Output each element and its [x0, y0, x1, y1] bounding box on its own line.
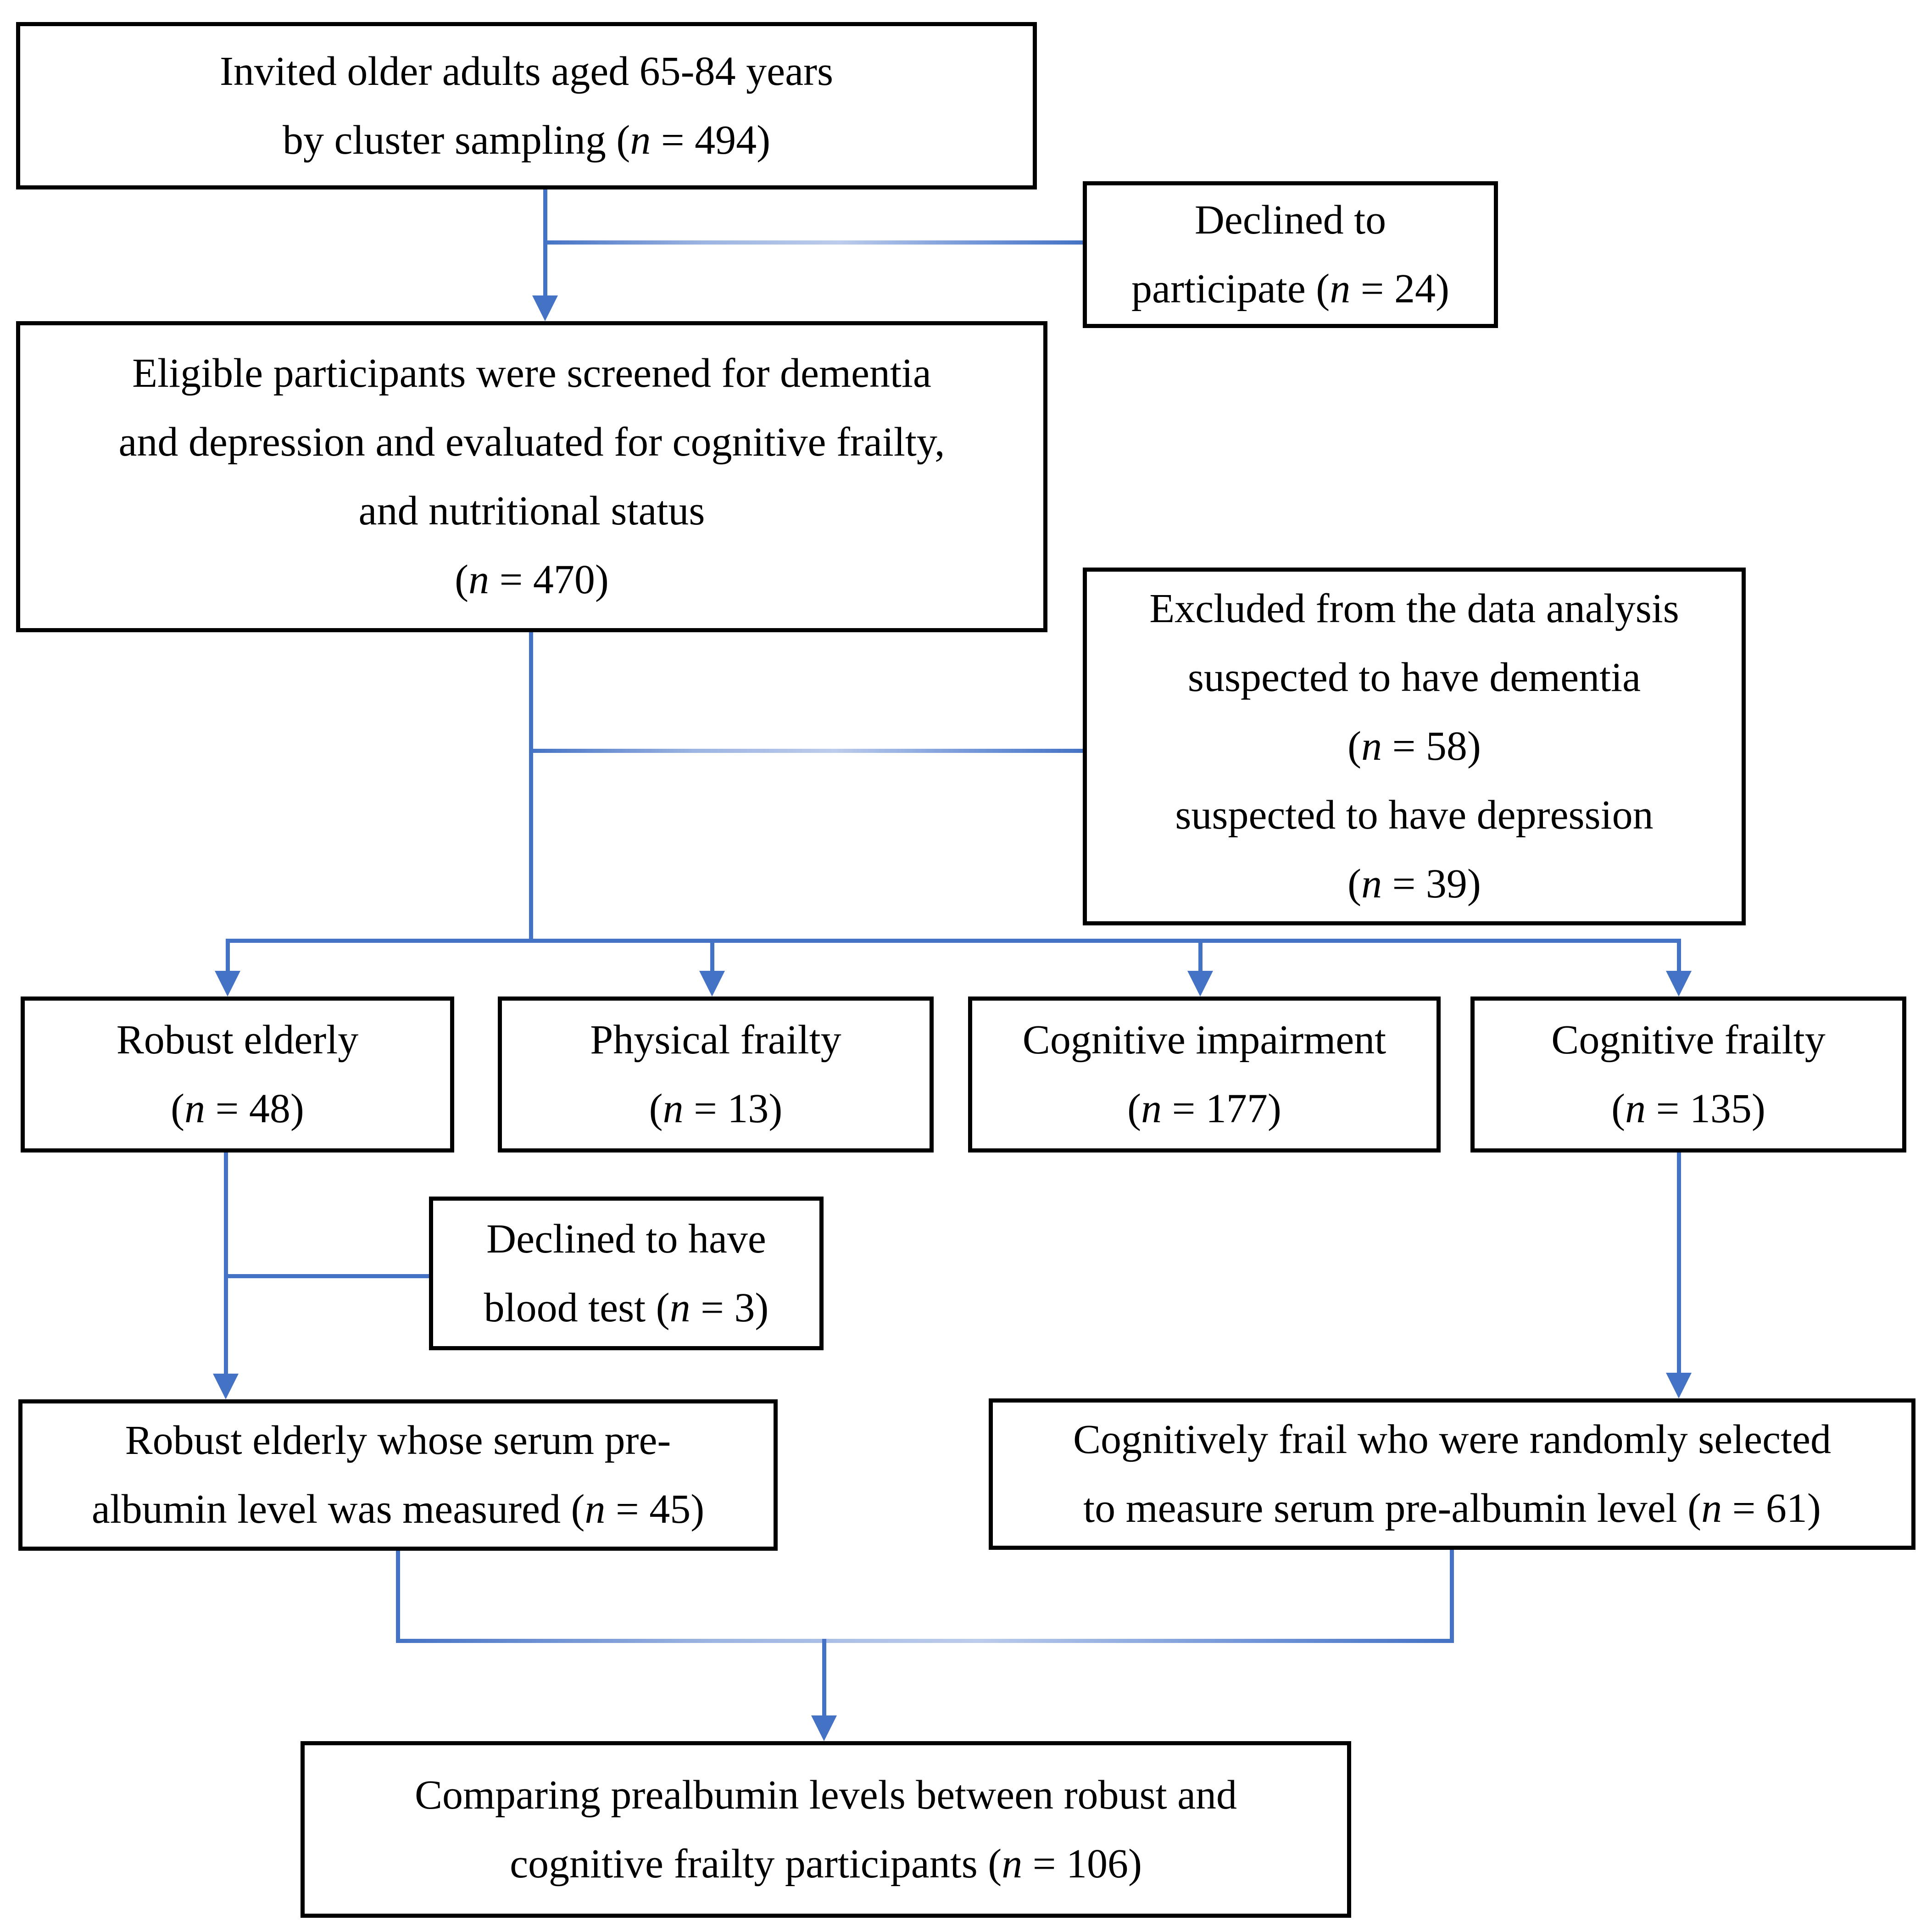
flow-box-excluded: Excluded from the data analysis suspecte… [1083, 568, 1746, 925]
flow-box-text-line: Eligible participants were screened for … [132, 351, 931, 396]
flow-box-text-line: suspected to have depression [1175, 792, 1654, 838]
flow-box-text-line: and depression and evaluated for cogniti… [118, 419, 945, 465]
flow-box-eligible: Eligible participants were screened for … [16, 321, 1047, 632]
connector-eligible-to-split [529, 632, 533, 941]
flow-box-text-line: cognitive frailty participants (n = 106) [510, 1841, 1142, 1887]
connector-robust-to-serum [224, 1153, 228, 1375]
flow-box-robust: Robust elderly (n = 48) [21, 997, 454, 1153]
flow-box-text-line: (n = 177) [1127, 1086, 1281, 1131]
flow-box-cognitive-serum: Cognitively frail who were randomly sele… [989, 1398, 1915, 1550]
flow-box-text-line: Invited older adults aged 65-84 years [219, 48, 834, 94]
flow-box-text-line: Declined to have [486, 1216, 766, 1262]
flow-box-text-line: (n = 48) [171, 1086, 304, 1131]
connector-robust-serum-down [396, 1551, 400, 1643]
flow-box-text-line: suspected to have dementia [1187, 655, 1641, 700]
arrowhead-into-cognitive-impairment [1187, 971, 1213, 997]
arrowhead-into-comparison [811, 1715, 837, 1741]
connector-to-excluded [529, 749, 1085, 753]
arrowhead-into-physical-frailty [699, 971, 725, 997]
flow-box-text-line: Cognitively frail who were randomly sele… [1073, 1417, 1831, 1462]
flow-box-text-line: to measure serum pre-albumin level (n = … [1083, 1486, 1821, 1531]
connector-cognitive-frailty-to-serum [1677, 1153, 1681, 1375]
arrowhead-into-cognitive-serum [1666, 1373, 1692, 1398]
flow-box-text-line: (n = 13) [649, 1086, 783, 1131]
flow-box-text-line: Excluded from the data analysis [1149, 586, 1679, 631]
connector-drop-physical-frailty [710, 939, 714, 973]
flow-box-text-line: Declined to [1194, 197, 1386, 243]
flow-box-text-line: blood test (n = 3) [484, 1285, 769, 1331]
flow-box-invited: Invited older adults aged 65-84 years by… [16, 22, 1037, 189]
flow-box-cognitive-frailty: Cognitive frailty (n = 135) [1470, 997, 1906, 1153]
flow-box-text-line: Robust elderly whose serum pre- [125, 1418, 671, 1463]
flow-box-text-line: (n = 470) [455, 557, 609, 602]
arrowhead-into-robust [215, 971, 240, 997]
flow-box-text-line: albumin level was measured (n = 45) [91, 1487, 705, 1532]
flow-box-cognitive-impairment: Cognitive impairment (n = 177) [968, 997, 1441, 1153]
connector-merge-to-comparison [822, 1639, 826, 1717]
connector-drop-robust [226, 939, 230, 973]
flow-box-text-line: Robust elderly [116, 1017, 359, 1063]
flow-box-text-line: by cluster sampling (n = 494) [282, 117, 771, 163]
connector-merge-line [396, 1639, 1454, 1643]
flow-box-text-line: (n = 39) [1347, 861, 1481, 907]
flow-box-text-line: Cognitive impairment [1022, 1017, 1386, 1063]
flow-box-declined-blood: Declined to have blood test (n = 3) [429, 1197, 824, 1350]
flow-box-text-line: (n = 135) [1611, 1086, 1765, 1131]
flow-box-text-line: and nutritional status [358, 488, 705, 534]
flow-box-comparison: Comparing prealbumin levels between robu… [301, 1741, 1351, 1918]
flow-box-robust-serum: Robust elderly whose serum pre- albumin … [18, 1399, 778, 1551]
arrowhead-into-robust-serum [213, 1374, 239, 1399]
flow-box-text-line: Physical frailty [590, 1017, 841, 1063]
flow-box-text-line: Comparing prealbumin levels between robu… [414, 1772, 1237, 1818]
arrowhead-into-eligible [532, 295, 558, 321]
flow-box-text-line: participate (n = 24) [1131, 266, 1449, 312]
flow-box-physical-frailty: Physical frailty (n = 13) [498, 997, 934, 1153]
connector-drop-cognitive-impairment [1198, 939, 1203, 973]
connector-distribution-line [226, 939, 1681, 943]
connector-to-declined-participate [543, 240, 1083, 245]
connector-cognitive-serum-down [1450, 1550, 1454, 1643]
arrowhead-into-cognitive-frailty [1666, 971, 1692, 997]
connector-drop-cognitive-frailty [1677, 939, 1681, 973]
connector-to-declined-blood [224, 1274, 429, 1278]
flow-box-text-line: (n = 58) [1347, 724, 1481, 769]
flow-box-declined-participate: Declined to participate (n = 24) [1083, 181, 1498, 328]
flow-box-text-line: Cognitive frailty [1551, 1017, 1826, 1063]
